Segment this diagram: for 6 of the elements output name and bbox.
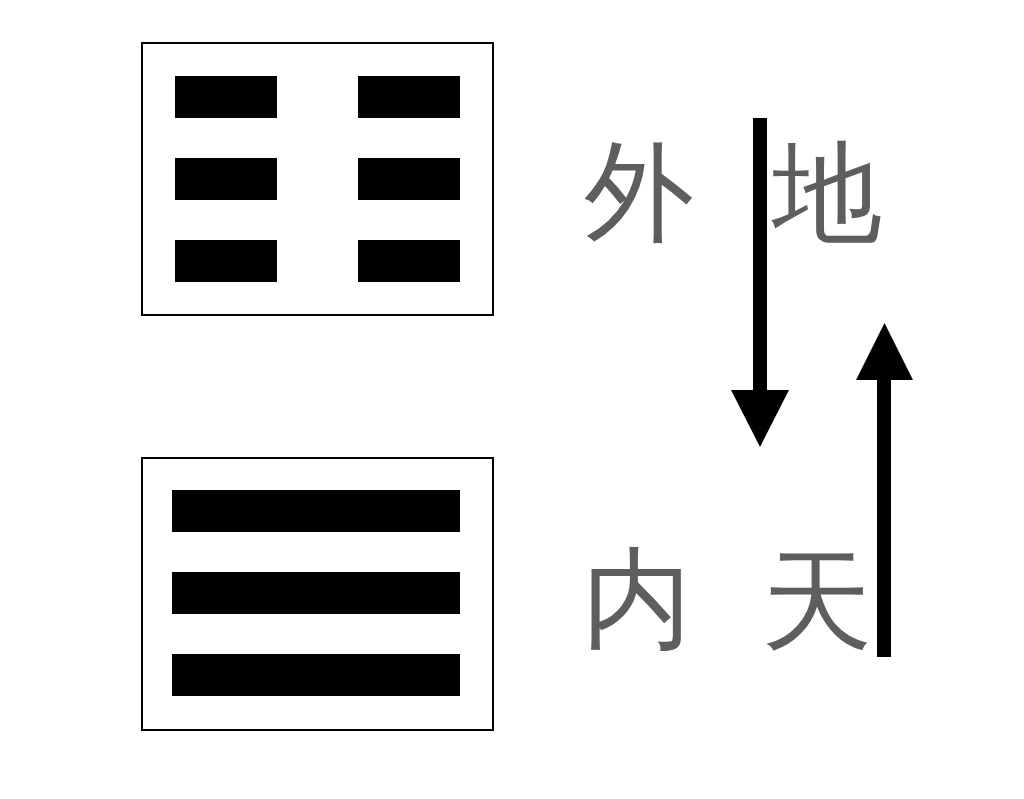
text-label: 内 <box>581 540 693 658</box>
text-label: 地 <box>772 134 883 252</box>
trigram-box <box>141 42 494 316</box>
text-label: 外 <box>583 133 695 251</box>
text-label: 天 <box>761 542 873 660</box>
trigram-box <box>141 457 494 731</box>
